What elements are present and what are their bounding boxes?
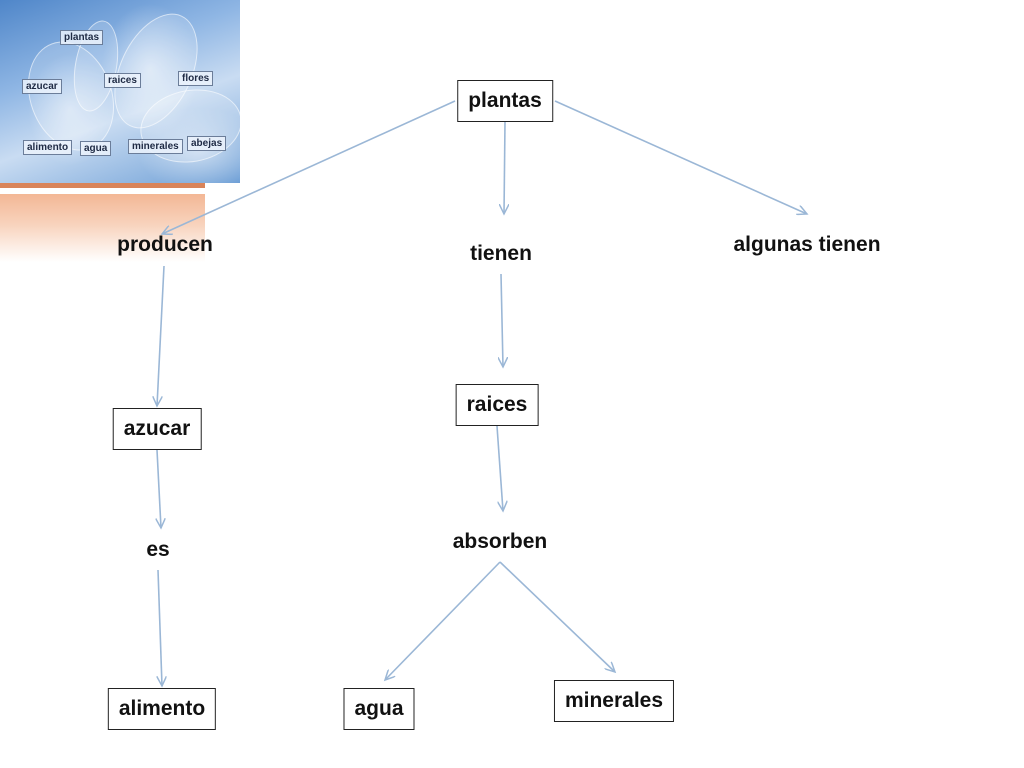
- node-azucar: azucar: [112, 408, 202, 450]
- arrow-plantas-producen: [162, 100, 456, 234]
- thumb-label-azucar: azucar: [22, 79, 62, 94]
- arrow-plantas-algunas-tienen: [554, 100, 807, 214]
- accent-divider: [0, 188, 205, 194]
- node-raices: raices: [455, 384, 539, 426]
- node-agua: agua: [343, 688, 415, 730]
- node-algunas-tienen: algunas tienen: [733, 233, 881, 256]
- arrow-absorben-agua: [385, 561, 501, 680]
- node-absorben: absorben: [452, 530, 548, 553]
- arrow-absorben-minerales: [499, 561, 615, 672]
- arrow-azucar-es: [157, 449, 161, 528]
- arrow-raices-absorben: [496, 425, 503, 511]
- thumb-label-abejas: abejas: [187, 136, 227, 151]
- node-producen: producen: [117, 233, 213, 256]
- arrow-es-alimento: [158, 569, 162, 686]
- thumb-label-raices: raices: [104, 73, 141, 88]
- arrow-producen-azucar: [157, 265, 165, 406]
- arrow-plantas-tienen: [504, 121, 505, 214]
- thumb-label-agua: agua: [80, 141, 112, 156]
- thumb-label-flores: flores: [178, 71, 214, 86]
- node-alimento: alimento: [107, 688, 217, 730]
- node-tienen: tienen: [470, 242, 532, 265]
- title-image: plantas azucar raices flores alimento ag…: [0, 0, 240, 183]
- node-es: es: [146, 538, 170, 561]
- node-plantas: plantas: [457, 80, 553, 122]
- arrow-tienen-raices: [501, 273, 503, 367]
- node-minerales: minerales: [553, 680, 675, 722]
- accent-bar: [0, 183, 205, 188]
- thumb-label-plantas: plantas: [60, 30, 104, 45]
- thumb-label-alimento: alimento: [23, 140, 73, 155]
- thumb-label-minerales: minerales: [128, 139, 183, 154]
